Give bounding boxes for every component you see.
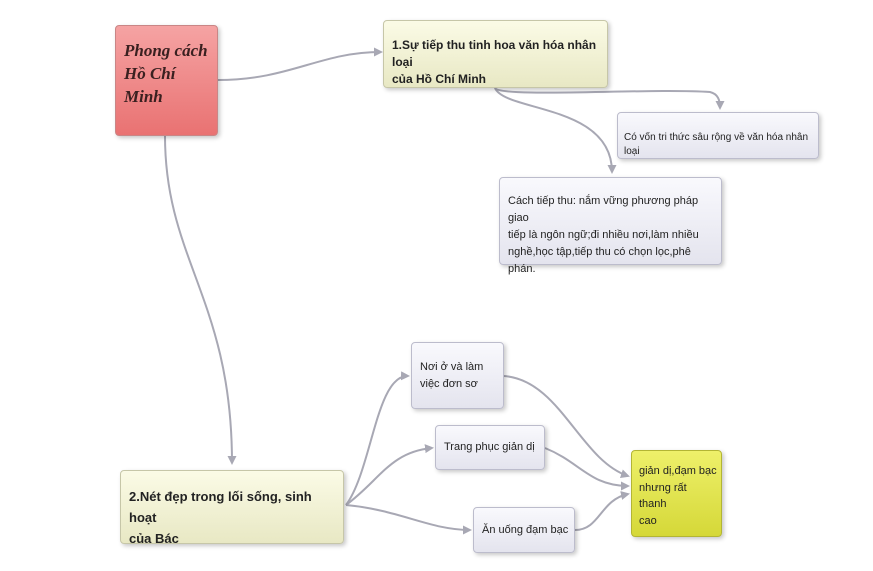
branch-node-lifestyle[interactable]: 2.Nét đẹp trong lối sống, sinh hoạt của … bbox=[120, 470, 344, 546]
connector-root-to-branch-1 bbox=[217, 47, 383, 81]
subtopic-node-knowledge[interactable]: Có vốn tri thức sâu rộng về văn hóa nhân… bbox=[617, 112, 819, 159]
connector-branch-2-to-food bbox=[345, 504, 472, 535]
branch-label-lifestyle: 2.Nét đẹp trong lối sống, sinh hoạt của … bbox=[129, 489, 312, 546]
conclusion-node[interactable]: giản dị,đạm bạc nhưng rất thanh cao bbox=[631, 450, 722, 537]
subtopic-label-food: Ăn uống đạm bạc bbox=[482, 524, 569, 536]
connector-branch-1-to-vocabulary bbox=[494, 87, 725, 110]
branch-node-cultural-absorption[interactable]: 1.Sự tiếp thu tinh hoa văn hóa nhân loại… bbox=[383, 20, 608, 88]
subtopic-node-residence[interactable]: Nơi ở và làm việc đơn sơ bbox=[411, 342, 504, 409]
conclusion-label: giản dị,đạm bạc nhưng rất thanh cao bbox=[639, 465, 717, 527]
connector-residence-to-result bbox=[503, 375, 630, 479]
connector-food-to-result bbox=[574, 491, 630, 531]
subtopic-node-food[interactable]: Ăn uống đạm bạc bbox=[473, 507, 575, 553]
subtopic-node-clothing[interactable]: Trang phục giản dị bbox=[435, 425, 545, 470]
subtopic-label-knowledge: Có vốn tri thức sâu rộng về văn hóa nhân… bbox=[624, 132, 809, 157]
connector-branch-1-to-method bbox=[494, 87, 617, 174]
subtopic-label-absorption-method: Cách tiếp thu: nắm vững phương pháp giao… bbox=[508, 195, 699, 276]
connector-branch-2-to-clothing bbox=[345, 444, 434, 506]
subtopic-node-absorption-method[interactable]: Cách tiếp thu: nắm vững phương pháp giao… bbox=[499, 177, 722, 275]
subtopic-label-residence: Nơi ở và làm việc đơn sơ bbox=[420, 361, 484, 391]
subtopic-label-clothing: Trang phục giản dị bbox=[444, 441, 535, 453]
connector-clothing-to-result bbox=[544, 447, 630, 491]
root-topic-node[interactable]: Phong cách Hồ Chí Minh bbox=[115, 25, 218, 136]
root-topic-label: Phong cách Hồ Chí Minh bbox=[124, 41, 208, 106]
connector-branch-2-to-residence bbox=[345, 371, 410, 506]
branch-label-cultural-absorption: 1.Sự tiếp thu tinh hoa văn hóa nhân loại… bbox=[392, 38, 597, 86]
connector-root-to-branch-2 bbox=[164, 135, 237, 465]
